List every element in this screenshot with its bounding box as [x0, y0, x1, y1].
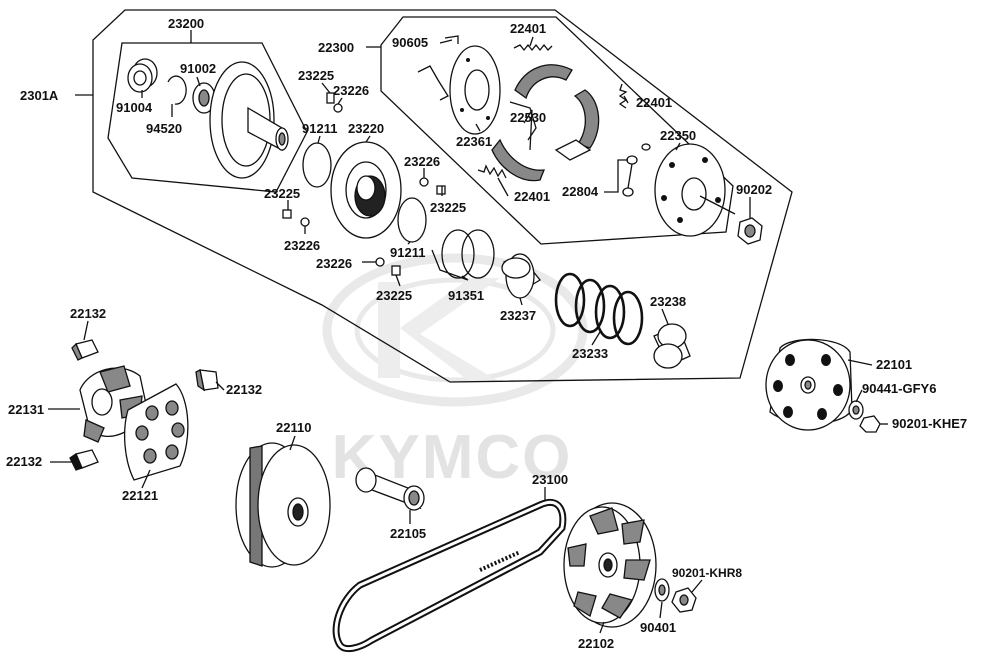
part-23226-roller-bottom [375, 257, 385, 267]
part-22110-movable-drive-face [235, 442, 331, 568]
label-91211-upper: 91211 [302, 121, 337, 136]
label-22131: 22131 [8, 402, 44, 417]
label-90441-gfy6: 90441-GFY6 [862, 381, 936, 396]
label-22102: 22102 [578, 636, 614, 651]
label-22401-right: 22401 [636, 95, 672, 110]
label-90605: 90605 [392, 35, 428, 50]
part-23225-pin-right [436, 185, 446, 195]
label-23200: 23200 [168, 16, 204, 31]
part-23100-v-belt [332, 499, 567, 653]
label-90401: 90401 [640, 620, 676, 635]
label-22132-top: 22132 [70, 306, 106, 321]
part-22132-slider-bottom [69, 449, 99, 471]
part-22401-spring-top [513, 43, 553, 52]
part-91351-oring-2 [461, 229, 495, 279]
label-94520: 94520 [146, 121, 182, 136]
part-23226-roller-right [419, 177, 429, 187]
label-23225-bottom: 23225 [376, 288, 412, 303]
part-91211-oring-lower [397, 197, 427, 243]
part-90441-washer [848, 400, 864, 420]
label-23100: 23100 [532, 472, 568, 487]
label-23220: 23220 [348, 121, 384, 136]
part-23233-driven-spring [554, 272, 644, 346]
label-91211-lower: 91211 [390, 245, 425, 260]
leader-lines [48, 30, 888, 634]
label-22804: 22804 [562, 184, 599, 199]
part-90202-nut [737, 217, 763, 245]
label-23225-right: 23225 [430, 200, 466, 215]
label-23225-top: 23225 [298, 68, 334, 83]
part-22530-clutch-shoe [491, 64, 600, 182]
part-23226-roller-top [333, 103, 343, 113]
part-22401-spring-right [618, 83, 628, 109]
part-22401-spring-bottom [477, 164, 507, 179]
label-23225-left: 23225 [264, 186, 300, 201]
part-94520-circlip [167, 75, 187, 105]
label-23237: 23237 [500, 308, 536, 323]
part-23225-pin-bottom [391, 265, 401, 276]
part-22121-weight-rollers [124, 383, 189, 481]
label-23238: 23238 [650, 294, 686, 309]
label-2301A: 2301A [20, 88, 59, 103]
part-23238-collar [653, 323, 691, 369]
part-22101-clutch-outer [765, 338, 853, 431]
label-23226-left: 23226 [284, 238, 320, 253]
part-labels: 23200 91002 91004 94520 2301A 23225 2322… [6, 16, 967, 651]
label-22101: 22101 [876, 357, 912, 372]
label-90202: 90202 [736, 182, 772, 197]
part-91002-bearing [192, 82, 216, 114]
label-23233: 23233 [572, 346, 608, 361]
label-22350: 22350 [660, 128, 696, 143]
part-22350-drive-plate [654, 143, 736, 237]
movable-driven-face-subgroup-outline [107, 42, 308, 193]
label-90201-khr8: 90201-KHR8 [672, 566, 742, 580]
part-90401-washer [654, 578, 670, 602]
label-23226-bottom: 23226 [316, 256, 352, 271]
label-22361: 22361 [456, 134, 492, 149]
part-23225-pin-left [282, 209, 292, 219]
label-22110: 22110 [276, 420, 311, 435]
label-23226-right: 23226 [404, 154, 440, 169]
part-23220-fixed-driven-face [330, 141, 402, 239]
part-23200-movable-driven-face [209, 61, 289, 179]
driven-pulley-group-outline [92, 9, 793, 383]
part-91351-oring-1 [441, 229, 475, 279]
part-90201-khe7-nut [859, 415, 881, 433]
part-22361-plate [449, 45, 501, 135]
part-22804-collars [622, 143, 651, 197]
label-22121: 22121 [122, 488, 158, 503]
label-22105: 22105 [390, 526, 426, 541]
part-23226-roller-left [300, 217, 310, 227]
label-22132-bottom: 22132 [6, 454, 42, 469]
part-22132-slider-top [71, 339, 99, 361]
label-90201-khe7: 90201-KHE7 [892, 416, 967, 431]
label-22530: 22530 [510, 110, 546, 125]
label-91004: 91004 [116, 100, 153, 115]
part-91211-oring-upper [302, 142, 332, 188]
part-90605-clip [417, 35, 459, 101]
part-22102-drive-face-fan [563, 502, 657, 628]
label-91002: 91002 [180, 61, 216, 76]
label-22401-top: 22401 [510, 21, 546, 36]
part-22105-bushing [355, 467, 425, 511]
label-22401-bottom: 22401 [514, 189, 550, 204]
part-23225-pin-top [326, 92, 335, 104]
part-91004-bearing [127, 58, 158, 93]
part-22132-slider-right [195, 369, 219, 392]
part-23237-collar [501, 253, 541, 299]
clutch-assembly-group-outline [380, 16, 734, 245]
label-22300: 22300 [318, 40, 354, 55]
label-22132-right: 22132 [226, 382, 262, 397]
label-23226-top: 23226 [333, 83, 369, 98]
label-91351: 91351 [448, 288, 484, 303]
part-90201-khr8-nut [671, 587, 697, 613]
